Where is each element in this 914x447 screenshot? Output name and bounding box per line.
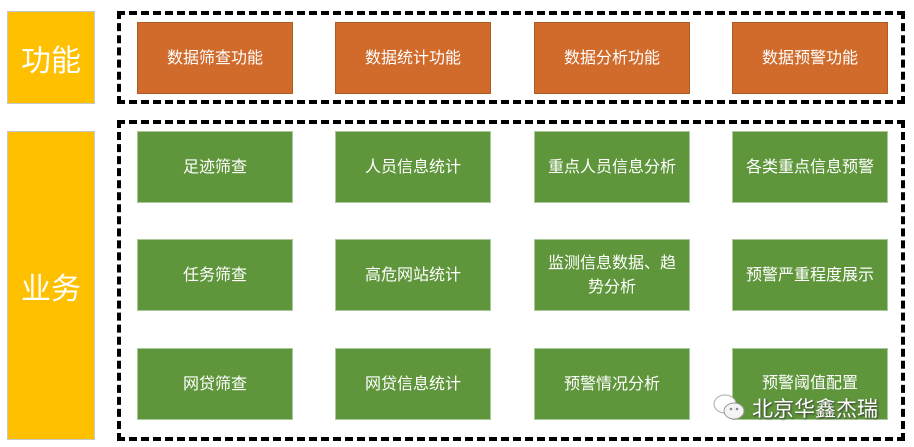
business-box: 高危网站统计: [335, 239, 491, 311]
business-box: 预警严重程度展示: [732, 239, 888, 311]
business-box: 任务筛查: [137, 239, 293, 311]
business-group: [117, 120, 905, 441]
business-box: 足迹筛查: [137, 131, 293, 203]
business-box: 重点人员信息分析: [534, 131, 690, 203]
category-business: 业务: [7, 131, 95, 440]
function-box: 数据分析功能: [534, 22, 690, 94]
watermark-text: 北京华鑫杰瑞: [752, 397, 878, 421]
business-box: 各类重点信息预警: [732, 131, 888, 203]
business-box: 网贷筛查: [137, 348, 293, 420]
business-box: 监测信息数据、趋势分析: [534, 239, 690, 311]
business-box: 网贷信息统计: [335, 348, 491, 420]
function-box: 数据统计功能: [335, 22, 491, 94]
function-box: 数据预警功能: [732, 22, 888, 94]
watermark: 北京华鑫杰瑞: [712, 393, 878, 423]
function-group: [117, 11, 905, 104]
business-box: 预警阈值配置: [732, 348, 888, 420]
category-function: 功能: [7, 11, 95, 104]
function-box: 数据筛查功能: [137, 22, 293, 94]
business-box: 人员信息统计: [335, 131, 491, 203]
wechat-icon: [713, 394, 745, 420]
business-box: 预警情况分析: [534, 348, 690, 420]
